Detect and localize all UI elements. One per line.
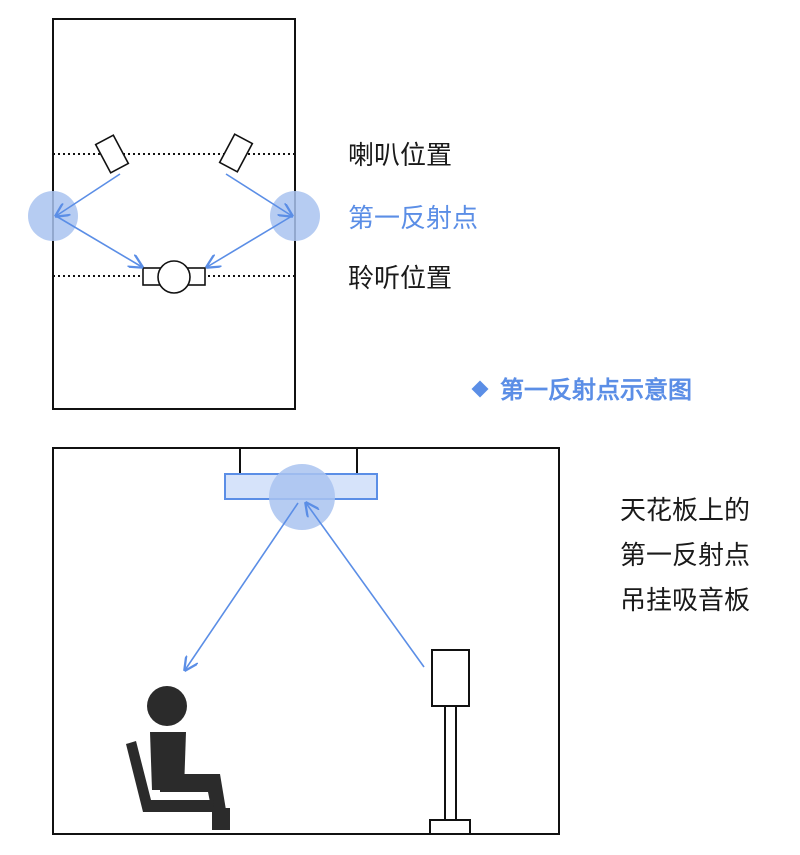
- left-reflection-point: [28, 191, 78, 241]
- speaker-position-label: 喇叭位置: [348, 141, 453, 171]
- room-plan-outline: [52, 18, 296, 410]
- diagram-title-text: 第一反射点示意图: [500, 376, 692, 404]
- diagram-title: 第一反射点示意图: [471, 370, 692, 405]
- floor-speaker-icon: [429, 649, 471, 835]
- first-reflection-point-label: 第一反射点: [348, 204, 479, 234]
- reflection-arrows-top: [56, 173, 292, 267]
- left-speaker-icon: [94, 134, 130, 174]
- right-reflection-point: [270, 191, 320, 241]
- seated-listener-icon: [126, 686, 230, 830]
- ceiling-reflection-point: [269, 464, 335, 530]
- diamond-bullet-icon: [471, 380, 489, 398]
- listener-top-view-icon: [142, 260, 206, 294]
- listening-position-label: 聆听位置: [348, 264, 453, 294]
- caption-line-2: 第一反射点: [620, 541, 751, 571]
- caption-line-1: 天花板上的: [620, 496, 751, 526]
- room-section-outline: [52, 447, 560, 835]
- right-speaker-icon: [218, 133, 254, 173]
- caption-line-3: 吊挂吸音板: [620, 586, 751, 616]
- reflection-arrows-ceiling: [185, 503, 425, 670]
